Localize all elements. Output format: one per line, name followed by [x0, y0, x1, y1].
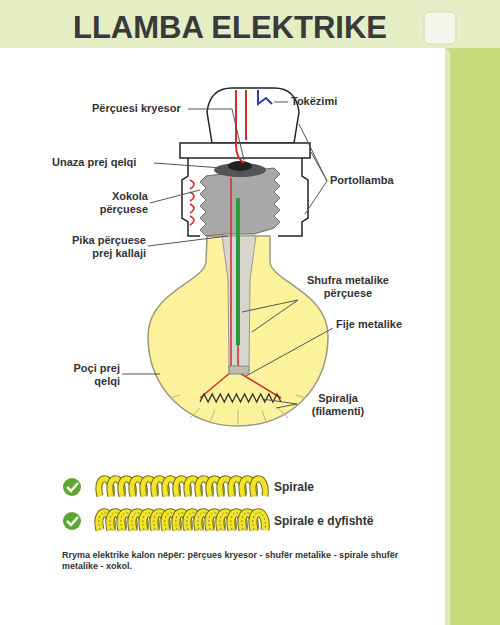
- part-label: Fije metalike: [336, 318, 426, 331]
- part-label: Xokola përçuese: [84, 190, 148, 216]
- part-label: Përçuesi kryesor: [92, 102, 188, 115]
- part-label: Spiralja (filamenti): [300, 392, 376, 418]
- caption: Rryma elektrike kalon nëpër: përçues kry…: [62, 550, 432, 572]
- poster-title: LLAMBA ELEKTRIKE: [40, 10, 420, 46]
- legend-text: Spirale: [274, 480, 314, 494]
- legend-text: Spirale e dyfishtë: [274, 514, 373, 528]
- part-label: Portollamba: [330, 174, 420, 187]
- part-label: Shufra metalike përçuese: [300, 274, 396, 300]
- part-label: Tokëzimi: [291, 95, 371, 108]
- part-label: Poçi prej qelqi: [58, 362, 120, 388]
- part-label: Pika përçuese prej kallaji: [60, 234, 146, 260]
- part-label: Unaza prej qelqi: [52, 156, 154, 169]
